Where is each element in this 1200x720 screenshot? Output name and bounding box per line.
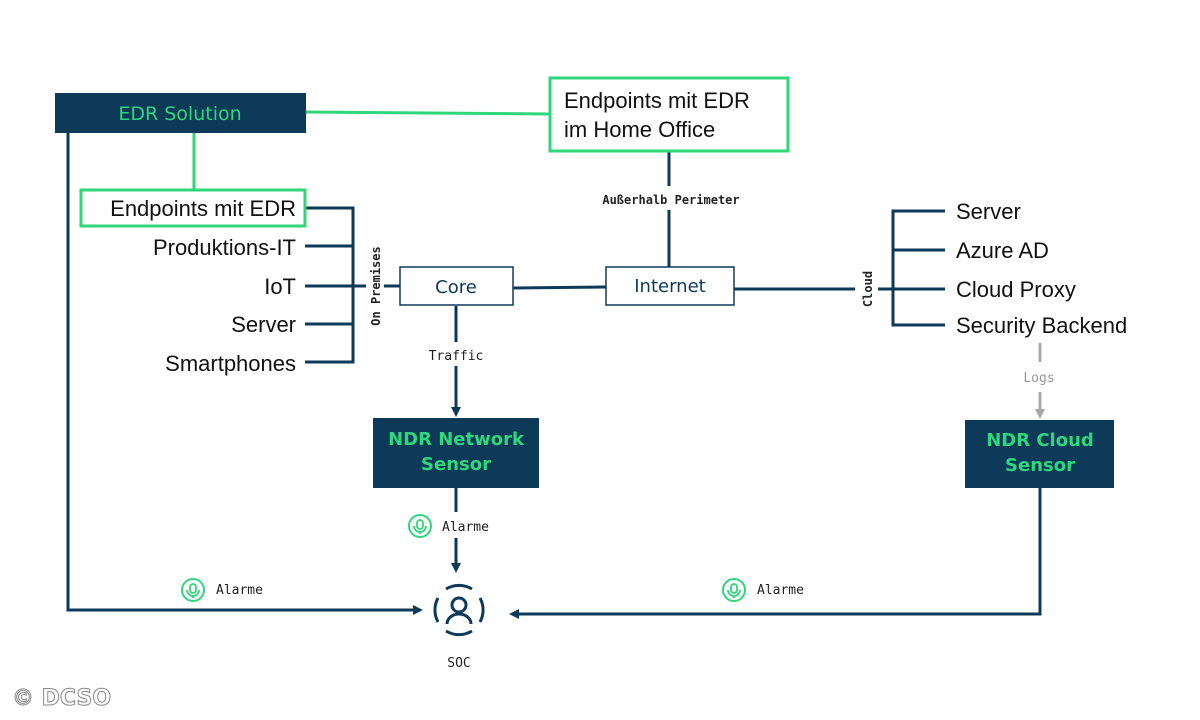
alarm-icon [722,578,746,602]
edr-homeoffice-connector [305,110,551,116]
home-office-line1: Endpoints mit EDR [564,88,750,113]
ndr-network-sensor-box: NDR Network Sensor [373,418,539,488]
alarm-marker-network: Alarme [408,514,489,538]
cloud-item-azure-ad: Azure AD [956,238,1049,263]
on-premises-label: On Premises [369,246,383,325]
cloud-item-security-backend: Security Backend [956,313,1127,338]
core-box: Core [399,266,514,306]
endpoints-edr-box [79,188,307,228]
ndr-cloud-line1: NDR Cloud [986,430,1094,451]
onprem-item-endpoints: Endpoints mit EDR [110,196,296,221]
onprem-item-produktions-it: Produktions-IT [153,235,296,260]
copyright-watermark: © DCSO [12,686,111,711]
edr-solution-box: EDR Solution [55,93,306,133]
internet-label: Internet [634,276,705,297]
core-label: Core [435,277,477,298]
alarm-marker-edr: Alarme [181,578,263,602]
alarm-label-network: Alarme [442,520,489,535]
alarm-icon [408,514,432,538]
edr-soc-connector [66,133,423,615]
soc-user-icon [433,583,485,637]
edr-solution-label: EDR Solution [118,103,241,125]
ndr-network-line2: Sensor [421,454,491,475]
alarm-label-cloud: Alarme [757,583,804,598]
soc-node: SOC [433,583,485,671]
onprem-item-iot: IoT [264,274,296,299]
ndr-cloud-line2: Sensor [1005,455,1075,476]
home-office-line2: im Home Office [564,117,715,142]
perimeter-label: Außerhalb Perimeter [602,193,739,207]
cloud-item-cloud-proxy: Cloud Proxy [956,277,1076,302]
alarm-label-edr: Alarme [216,583,263,598]
logs-label: Logs [1023,371,1054,386]
alarm-icon [181,578,205,602]
cloud-item-server: Server [956,199,1021,224]
traffic-label: Traffic [429,349,484,364]
home-office-box: Endpoints mit EDR im Home Office [548,76,790,153]
cloud-bracket [891,209,945,327]
internet-box: Internet [605,266,735,306]
ndr-cloud-soc-connector [509,488,1042,619]
cloud-label: Cloud [861,271,875,307]
soc-label: SOC [447,656,470,671]
onprem-item-server: Server [231,312,296,337]
ndr-cloud-sensor-box: NDR Cloud Sensor [965,420,1114,488]
onprem-item-smartphones: Smartphones [165,351,296,376]
alarm-marker-cloud: Alarme [722,578,804,602]
core-internet-connector [512,285,607,290]
ndr-network-line1: NDR Network [388,429,525,450]
